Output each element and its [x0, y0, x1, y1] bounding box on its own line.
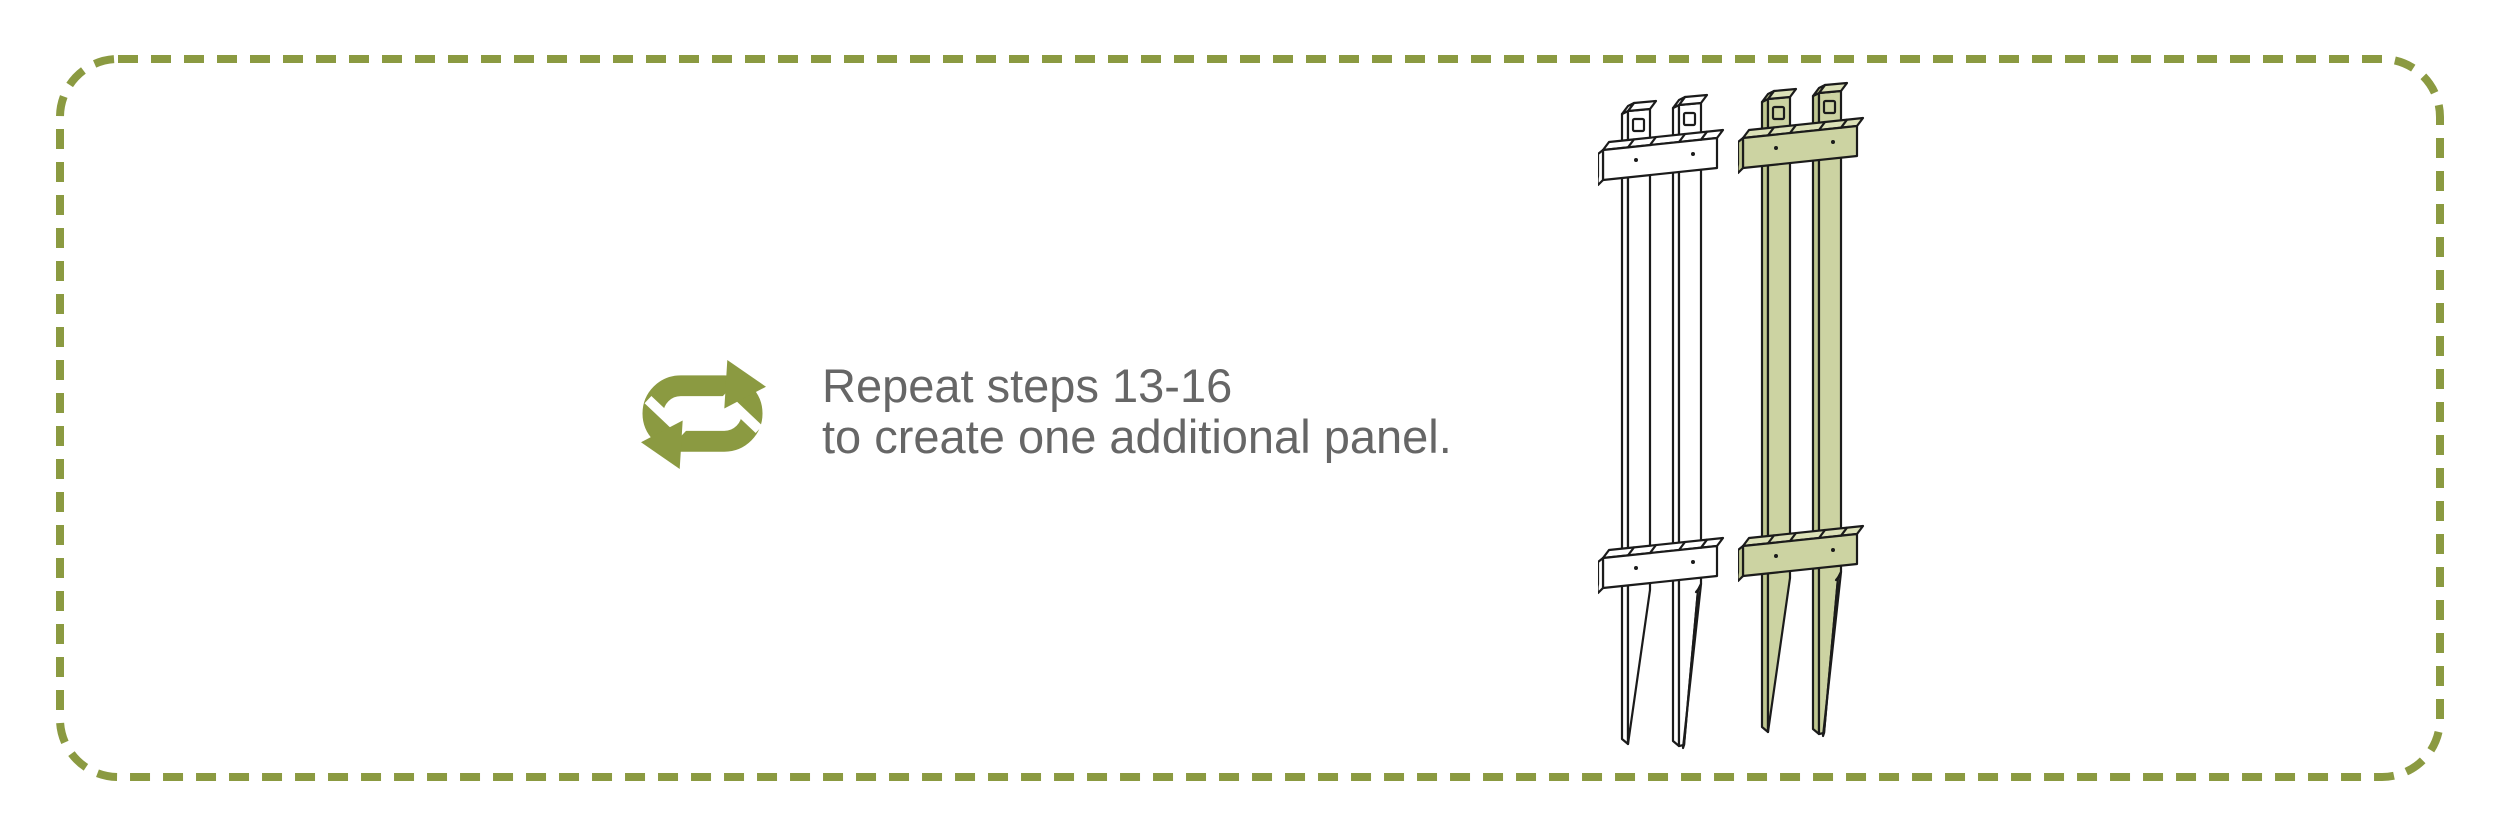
repeat-icon-arrowhead-left	[641, 420, 683, 470]
trellis-panel-filled	[1738, 81, 1865, 738]
repeat-icon-arrowhead-right	[724, 359, 766, 409]
instruction-text: Repeat steps 13-16 to create one additio…	[822, 360, 1582, 462]
instruction-line-1: Repeat steps 13-16	[822, 359, 1233, 412]
repeat-icon-loop	[642, 375, 763, 452]
repeat-icon	[641, 359, 766, 470]
trellis-panel-outline	[1598, 93, 1725, 750]
dashed-border-rect	[56, 55, 2444, 781]
instruction-line-2: to create one additional panel.	[822, 410, 1452, 463]
